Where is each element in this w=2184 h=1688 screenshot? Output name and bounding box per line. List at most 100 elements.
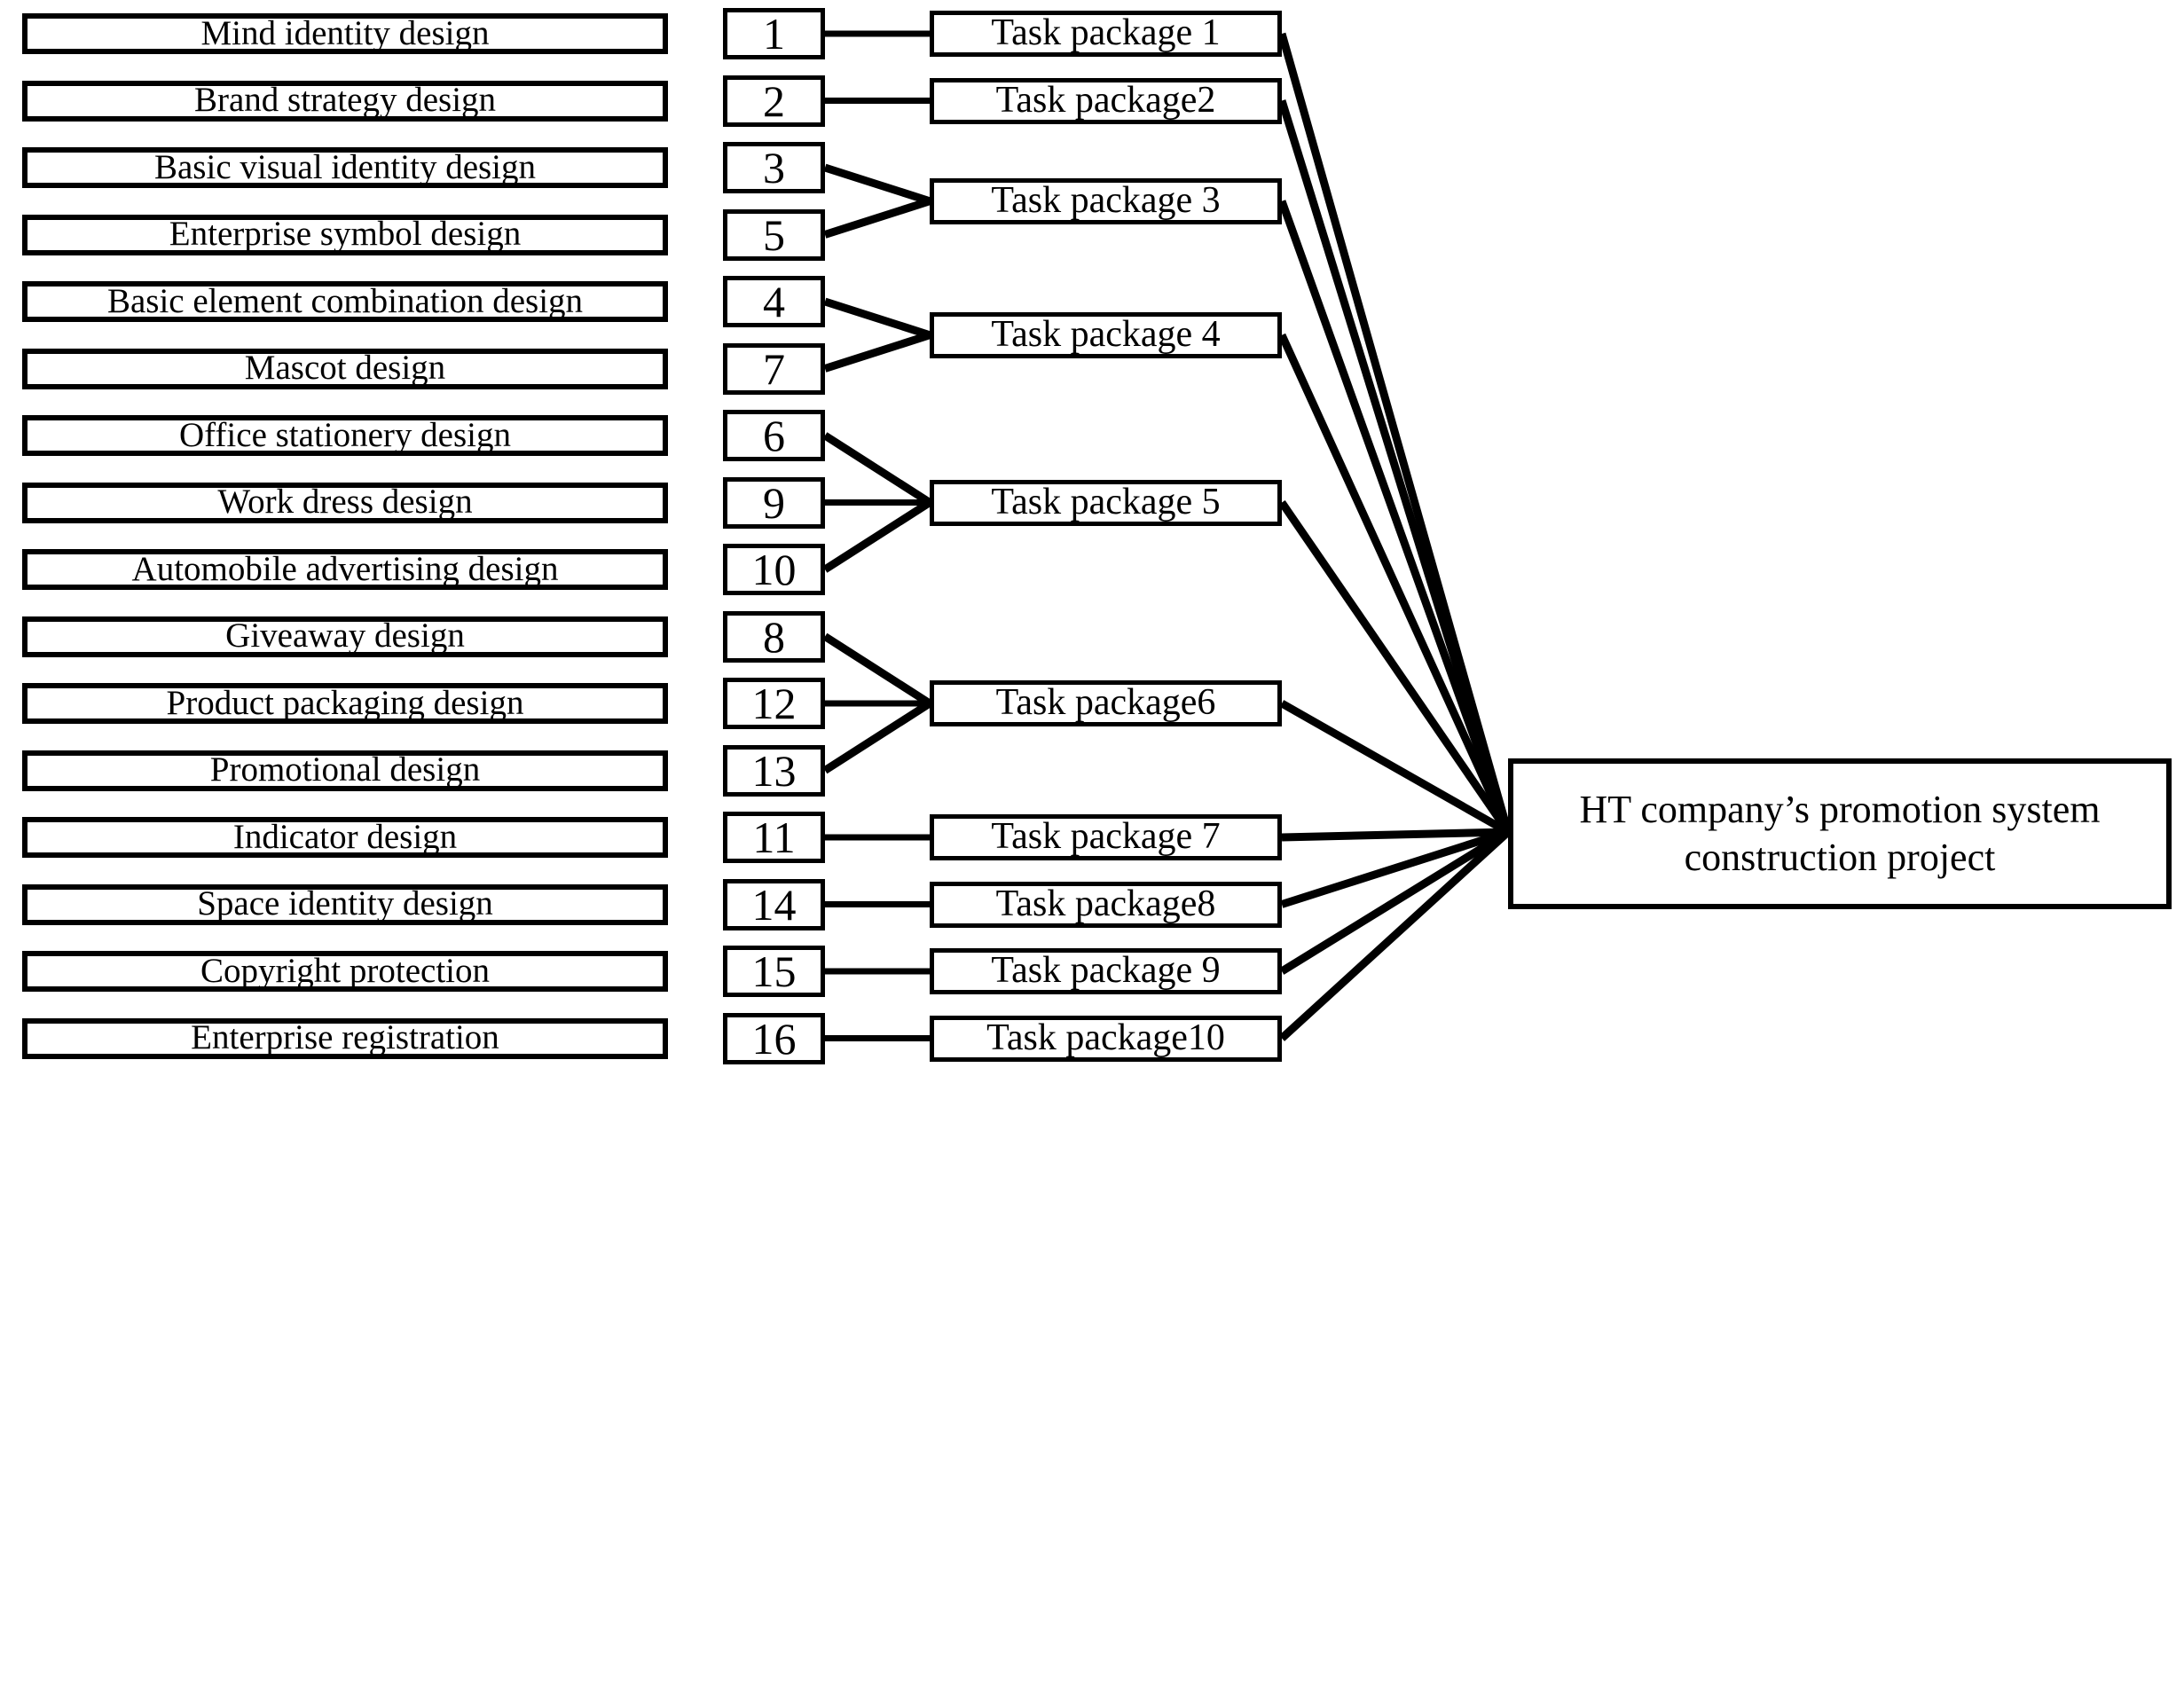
connector-package-to-root bbox=[1277, 333, 1512, 834]
activity-label: Work dress design bbox=[217, 483, 473, 522]
connector-package-to-root bbox=[1280, 828, 1510, 908]
connector-package-to-root bbox=[1277, 99, 1512, 834]
activity-number-box[interactable]: 1 bbox=[723, 8, 825, 59]
activity-label: Indicator design bbox=[232, 817, 458, 856]
activity-box[interactable]: Giveaway design bbox=[22, 616, 668, 657]
task-package-box[interactable]: Task package10 bbox=[930, 1015, 1282, 1062]
activity-label: Promotional design bbox=[209, 750, 481, 789]
connector-package-to-root bbox=[1279, 828, 1511, 975]
activity-number-box[interactable]: 3 bbox=[723, 142, 825, 193]
activity-box[interactable]: Enterprise symbol design bbox=[22, 214, 668, 255]
connector-package-to-root bbox=[1278, 499, 1512, 835]
activity-label: Enterprise symbol design bbox=[169, 215, 522, 254]
activity-number-box[interactable]: 11 bbox=[723, 812, 825, 863]
task-package-label: Task package 9 bbox=[991, 950, 1221, 992]
task-package-box[interactable]: Task package8 bbox=[930, 881, 1282, 928]
task-package-box[interactable]: Task package 4 bbox=[930, 311, 1282, 358]
activity-box[interactable]: Product packaging design bbox=[22, 683, 668, 724]
activity-box[interactable]: Mind identity design bbox=[22, 13, 668, 54]
activity-label: Mind identity design bbox=[200, 13, 490, 52]
activity-number-box[interactable]: 8 bbox=[723, 610, 825, 663]
activity-number-box[interactable]: 15 bbox=[723, 946, 825, 997]
task-package-box[interactable]: Task package 7 bbox=[930, 814, 1282, 860]
connector-package-to-root bbox=[1279, 700, 1511, 836]
task-package-box[interactable]: Task package6 bbox=[930, 680, 1282, 726]
activity-number-label: 2 bbox=[763, 75, 785, 126]
activity-number-label: 13 bbox=[751, 745, 797, 796]
activity-number-label: 5 bbox=[763, 209, 785, 260]
activity-number-box[interactable]: 7 bbox=[723, 342, 825, 395]
activity-box[interactable]: Indicator design bbox=[22, 817, 668, 858]
activity-label: Automobile advertising design bbox=[131, 549, 559, 588]
activity-number-box[interactable]: 12 bbox=[723, 678, 825, 729]
activity-label: Office stationery design bbox=[178, 415, 511, 454]
activity-label: Basic element combination design bbox=[106, 281, 584, 320]
activity-box[interactable]: Mascot design bbox=[22, 348, 668, 389]
activity-box[interactable]: Automobile advertising design bbox=[22, 549, 668, 590]
activity-number-box[interactable]: 16 bbox=[723, 1012, 825, 1064]
activity-label: Copyright protection bbox=[200, 951, 491, 990]
activity-box[interactable]: Brand strategy design bbox=[22, 80, 668, 122]
task-package-label: Task package2 bbox=[995, 79, 1216, 121]
activity-box[interactable]: Basic element combination design bbox=[22, 281, 668, 322]
connector-number-to-package bbox=[822, 632, 932, 707]
activity-number-box[interactable]: 14 bbox=[723, 878, 825, 930]
activity-number-box[interactable]: 9 bbox=[723, 476, 825, 529]
connector-number-to-package bbox=[822, 700, 932, 774]
activity-number-label: 14 bbox=[751, 879, 797, 930]
connector-package-to-root bbox=[1277, 32, 1512, 834]
root-project-box[interactable]: HT company’s promotion system constructi… bbox=[1508, 758, 2172, 909]
activity-number-box[interactable]: 6 bbox=[723, 410, 825, 461]
activity-label: Product packaging design bbox=[166, 683, 524, 722]
connector-number-to-package bbox=[823, 163, 931, 206]
activity-box[interactable]: Enterprise registration bbox=[22, 1017, 668, 1059]
task-package-label: Task package8 bbox=[995, 883, 1216, 924]
task-package-box[interactable]: Task package 9 bbox=[930, 948, 1282, 994]
activity-number-box[interactable]: 5 bbox=[723, 208, 825, 261]
activity-label: Giveaway design bbox=[225, 616, 465, 656]
connector-package-to-root bbox=[1277, 200, 1512, 834]
activity-number-box[interactable]: 13 bbox=[723, 744, 825, 797]
connector-number-to-package bbox=[823, 197, 931, 239]
connector-number-to-package bbox=[822, 432, 932, 506]
connector-package-to-root bbox=[1278, 828, 1512, 1041]
task-package-label: Task package6 bbox=[995, 682, 1216, 724]
activity-number-label: 7 bbox=[763, 343, 785, 394]
activity-label: Basic visual identity design bbox=[153, 147, 537, 186]
activity-number-label: 8 bbox=[763, 611, 785, 662]
activity-number-label: 1 bbox=[763, 9, 785, 59]
task-package-label: Task package 5 bbox=[991, 481, 1221, 522]
root-label-line-1: HT company’s promotion system bbox=[1579, 788, 2101, 832]
activity-box[interactable]: Promotional design bbox=[22, 750, 668, 791]
activity-box[interactable]: Office stationery design bbox=[22, 415, 668, 456]
activity-box[interactable]: Work dress design bbox=[22, 482, 668, 523]
activity-box[interactable]: Copyright protection bbox=[22, 951, 668, 992]
activity-number-box[interactable]: 10 bbox=[723, 544, 825, 595]
activity-box[interactable]: Basic visual identity design bbox=[22, 147, 668, 188]
task-package-label: Task package 1 bbox=[991, 12, 1221, 54]
task-package-box[interactable]: Task package 3 bbox=[930, 177, 1282, 224]
task-package-box[interactable]: Task package 1 bbox=[930, 11, 1282, 57]
activity-number-label: 16 bbox=[751, 1013, 797, 1064]
activity-number-label: 12 bbox=[751, 679, 797, 728]
activity-box[interactable]: Space identity design bbox=[22, 883, 668, 925]
activity-number-label: 6 bbox=[763, 411, 785, 460]
activity-number-label: 10 bbox=[751, 545, 797, 594]
task-package-label: Task package 7 bbox=[991, 816, 1221, 858]
activity-number-label: 3 bbox=[763, 143, 785, 192]
activity-number-label: 11 bbox=[752, 813, 796, 862]
task-package-box[interactable]: Task package2 bbox=[930, 77, 1282, 124]
task-package-label: Task package 4 bbox=[991, 314, 1221, 356]
connector-number-to-package bbox=[823, 331, 931, 373]
task-package-box[interactable]: Task package 5 bbox=[930, 479, 1282, 526]
activity-number-box[interactable]: 2 bbox=[723, 75, 825, 127]
activity-label: Mascot design bbox=[244, 349, 446, 388]
activity-label: Space identity design bbox=[197, 884, 493, 923]
activity-number-label: 9 bbox=[763, 477, 785, 528]
activity-number-box[interactable]: 4 bbox=[723, 276, 825, 327]
connector-number-to-package bbox=[822, 499, 932, 573]
task-package-label: Task package 3 bbox=[991, 180, 1221, 222]
activity-label: Brand strategy design bbox=[193, 81, 497, 120]
activity-number-label: 4 bbox=[763, 277, 785, 326]
